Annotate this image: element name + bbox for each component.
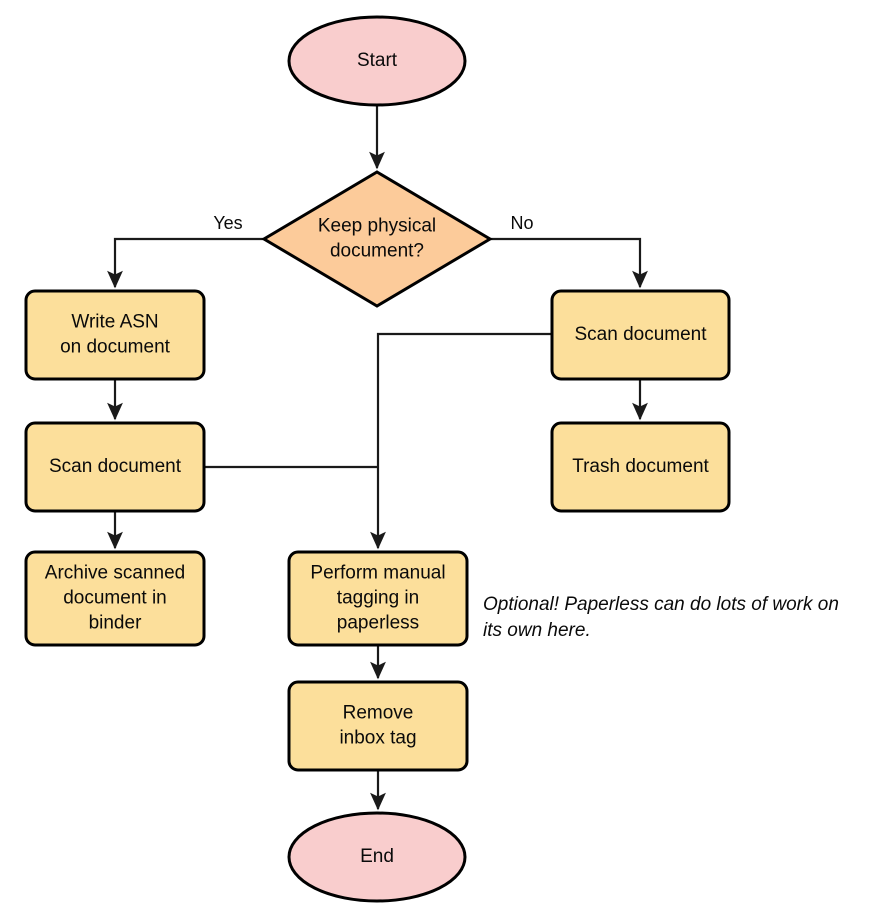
node-shape-start [287,15,467,107]
edge-labels-layer: Yes No [213,213,533,233]
node-shape-scan-document-left [24,421,206,513]
node-shape-end [287,811,467,903]
node-label-trash-document: Trash document [572,456,709,477]
edge-decision-no-to-scan-document-right [490,237,648,289]
node-label-scan-document-left: Scan document [49,456,182,477]
edge-scan-document-right-to-tagging [370,332,552,550]
edge-label-decision-no-to-scan-document-right: No [510,213,533,233]
node-shape-remove-inbox-tag [287,680,469,772]
node-shape-trash-document [550,421,731,513]
node-shape-scan-document-right [550,289,731,381]
node-shape-keep-physical-document [261,170,493,308]
node-label-start: Start [357,50,398,71]
node-shape-perform-manual-tagging-in-paperless [287,550,469,647]
node-shape-write-asn-on-document [24,289,206,381]
edge-decision-yes-to-write-asn [107,237,264,289]
node-scan-document-left[interactable]: Scan document [24,421,206,513]
node-start[interactable]: Start [287,15,467,107]
node-end[interactable]: End [287,811,467,903]
node-scan-document-right[interactable]: Scan document [550,289,731,381]
annotation-optional-note: Optional! Paperless can do lots of work … [483,594,839,641]
node-trash-document[interactable]: Trash document [550,421,731,513]
node-label-scan-document-right: Scan document [574,324,707,345]
node-label-end: End [360,846,394,867]
edge-label-decision-yes-to-write-asn: Yes [213,213,242,233]
node-shape-archive-scanned-document-in-binder [24,550,206,647]
annotations-layer: Optional! Paperless can do lots of work … [483,594,839,641]
edges-layer [107,105,648,811]
